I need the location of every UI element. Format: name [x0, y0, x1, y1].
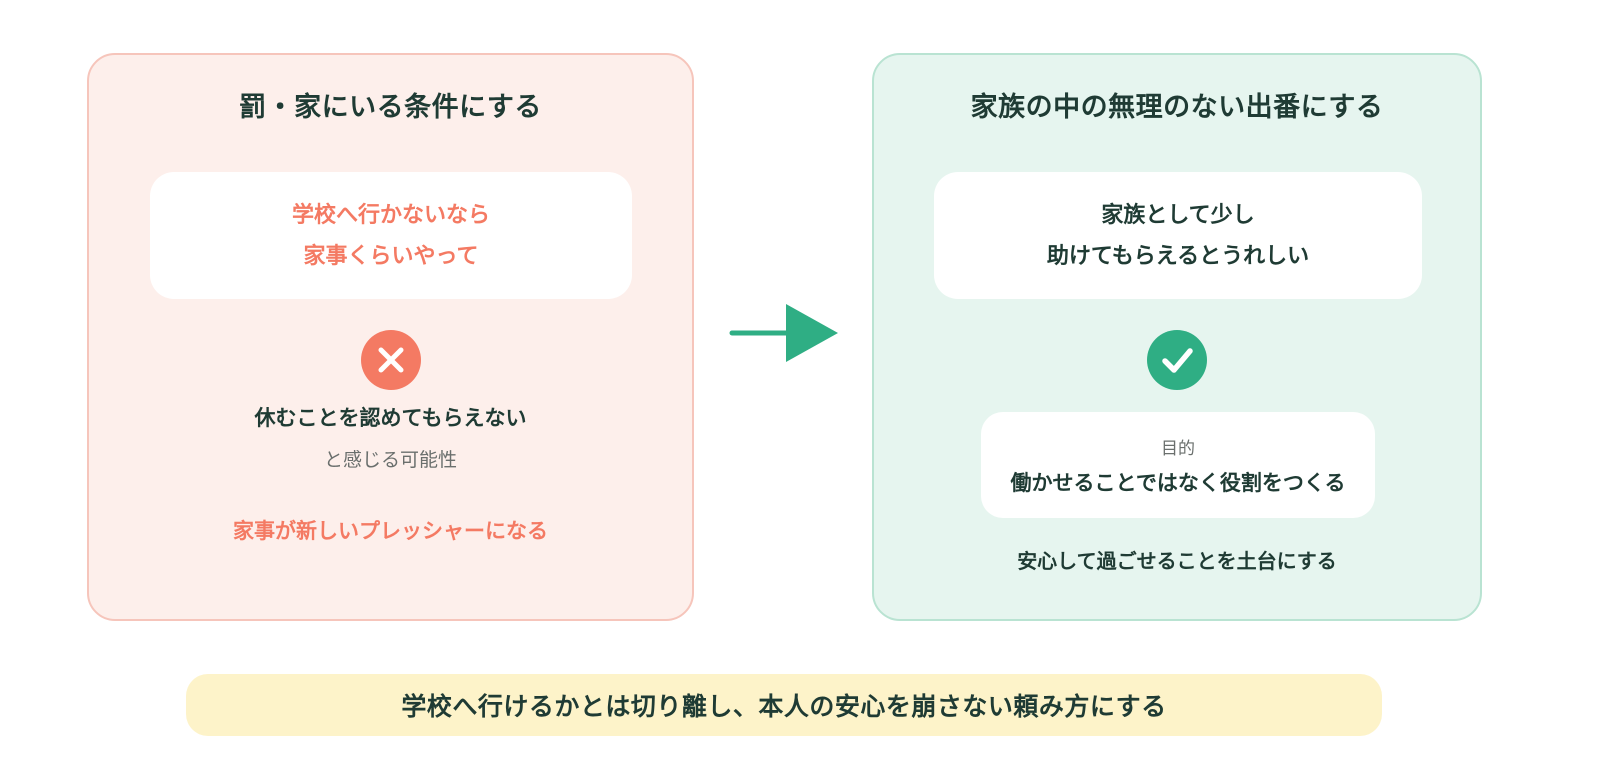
right-arrow-icon [728, 302, 840, 364]
summary-banner: 学校へ行けるかとは切り離し、本人の安心を崩さない頼み方にする [186, 674, 1382, 736]
right-quote-card: 家族として少し 助けてもらえるとうれしい [934, 172, 1422, 299]
left-panel-title: 罰・家にいる条件にする [239, 92, 542, 123]
check-icon [1147, 330, 1207, 390]
left-quote-line-1: 学校へ行かないなら [291, 202, 490, 228]
right-panel-title: 家族の中の無理のない出番にする [970, 92, 1384, 123]
right-panel-recommended: 家族の中の無理のない出番にする 家族として少し 助けてもらえるとうれしい 目的 … [872, 53, 1482, 621]
right-quote-line-2: 助けてもらえるとうれしい [1046, 243, 1310, 269]
right-quote-line-1: 家族として少し [1101, 202, 1255, 228]
purpose-label: 目的 [1161, 439, 1195, 459]
left-result-sub: と感じる可能性 [323, 449, 457, 471]
left-result-main: 休むことを認めてもらえない [254, 406, 527, 430]
cross-icon-graphic [378, 347, 404, 373]
purpose-card: 目的 働かせることではなく役割をつくる [981, 412, 1375, 518]
left-quote-card: 学校へ行かないなら 家事くらいやって [150, 172, 632, 299]
purpose-text: 働かせることではなく役割をつくる [1010, 471, 1346, 495]
left-panel-avoid: 罰・家にいる条件にする 学校へ行かないなら 家事くらいやって 休むことを認めても… [87, 53, 694, 621]
left-quote-line-2: 家事くらいやって [303, 243, 479, 269]
foundation-text: 安心して過ごせることを土台にする [1017, 549, 1337, 573]
cross-icon [361, 330, 421, 390]
left-result-warning: 家事が新しいプレッシャーになる [233, 519, 548, 543]
check-icon-graphic [1162, 348, 1193, 373]
